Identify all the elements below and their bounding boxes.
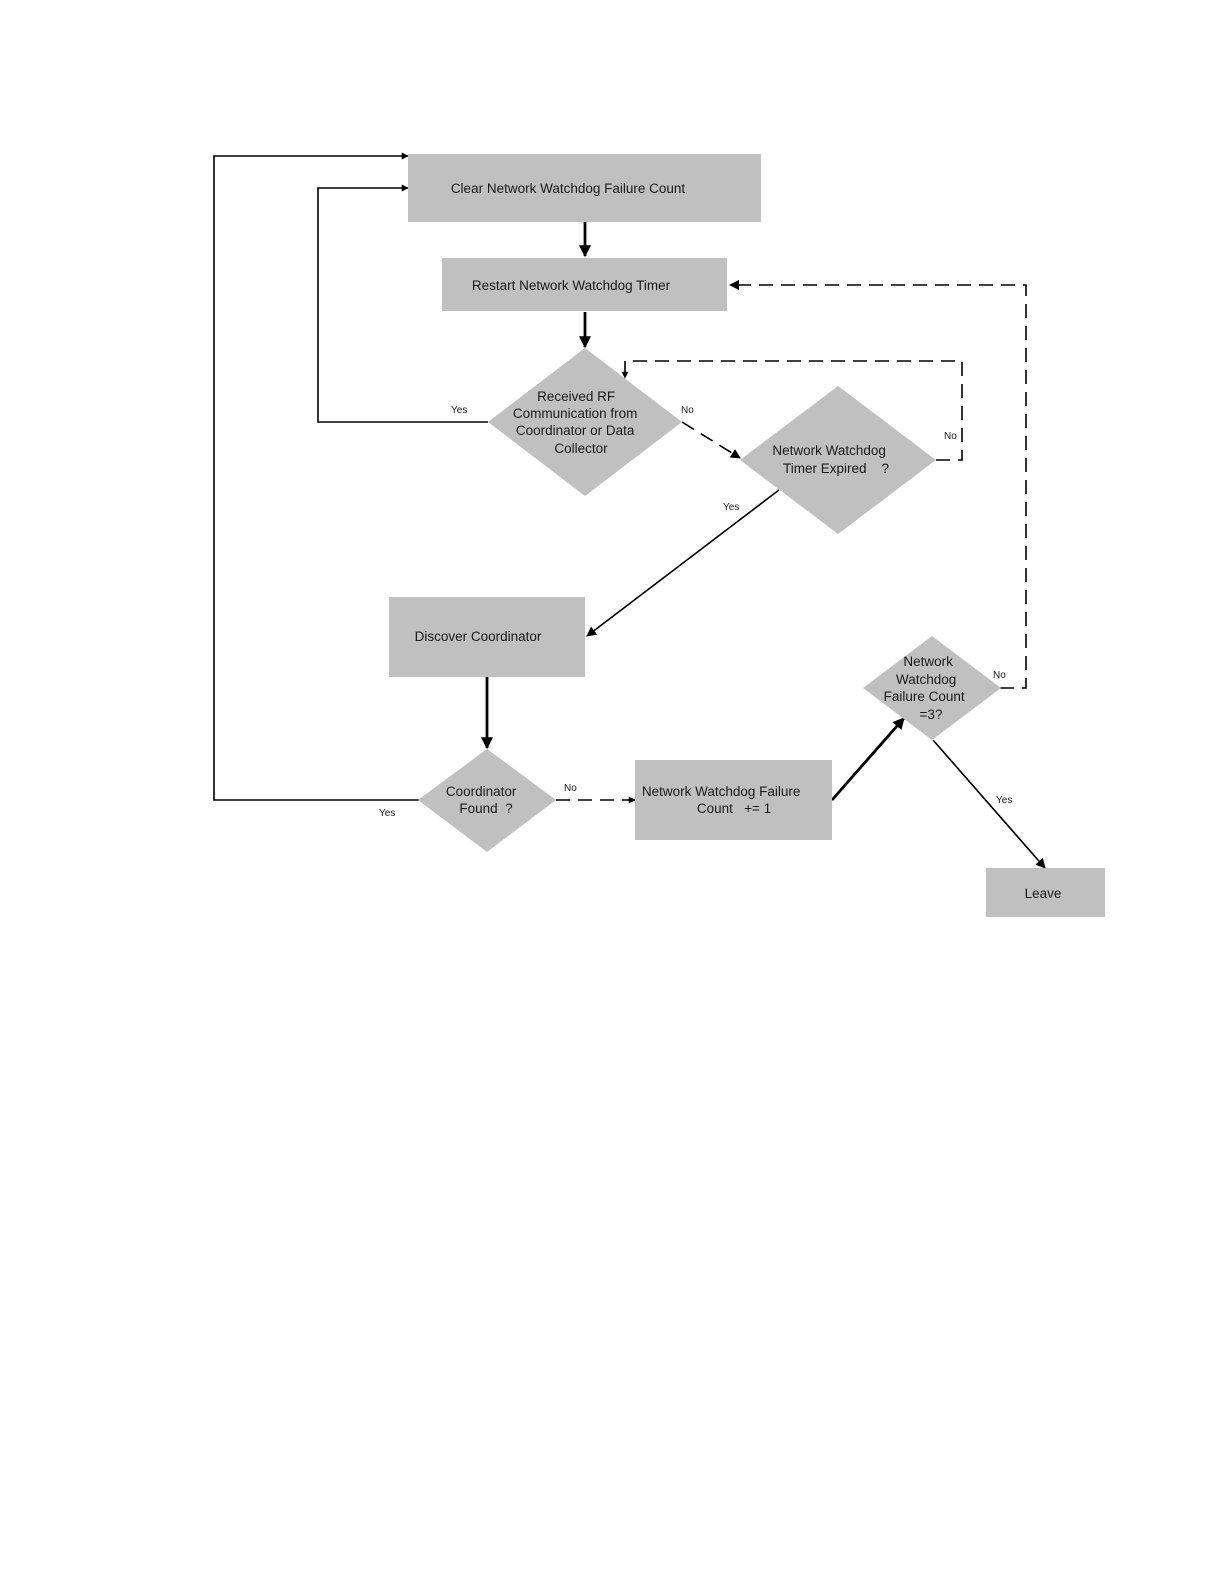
node-restart-timer-label: Restart Network Watchdog Timer (472, 278, 671, 293)
edge-timer-yes-to-discover (586, 489, 780, 637)
edge-rf-no-to-timer (681, 421, 741, 459)
label-check-yes: Yes (996, 795, 1012, 806)
label-found-yes: Yes (379, 808, 395, 819)
node-restart-timer: Restart Network Watchdog Timer (442, 258, 727, 311)
connectors (213, 152, 1046, 869)
node-failure-increment: Network Watchdog Failure Count += 1 (635, 760, 832, 840)
node-failure-increment-label: Network Watchdog Failure Count += 1 (642, 784, 804, 816)
node-received-rf-label: Received RF Communication from Coordinat… (513, 389, 641, 456)
edge-rf-yes-to-clear (317, 184, 488, 423)
label-rf-yes: Yes (451, 405, 467, 416)
node-coordinator-found: Coordinator Found ? (418, 749, 556, 852)
node-failure-check: Network Watchdog Failure Count =3? (863, 636, 1001, 740)
node-leave: Leave (986, 868, 1105, 917)
label-check-no: No (993, 670, 1006, 681)
edge-check-yes-to-leave (932, 739, 1046, 869)
edge-labels: Yes No No Yes Yes No No Yes (379, 405, 1012, 819)
label-timer-yes: Yes (723, 502, 739, 513)
label-found-no: No (564, 783, 577, 794)
node-clear-count: Clear Network Watchdog Failure Count (408, 154, 761, 222)
edge-check-no-to-restart (729, 280, 1027, 689)
node-received-rf: Received RF Communication from Coordinat… (488, 348, 682, 496)
edge-timer-no-to-rf (621, 360, 963, 461)
node-leave-label: Leave (1025, 886, 1062, 901)
node-discover-coordinator: Discover Coordinator (389, 597, 585, 677)
edge-found-yes-to-clear (213, 152, 420, 801)
label-rf-no: No (681, 405, 694, 416)
edge-increment-to-check (830, 717, 906, 801)
node-coordinator-found-label: Coordinator Found ? (446, 784, 520, 816)
node-discover-coordinator-label: Discover Coordinator (415, 629, 542, 644)
label-timer-no: No (944, 431, 957, 442)
node-timer-expired: Network Watchdog Timer Expired ? (740, 386, 936, 534)
node-timer-expired-label: Network Watchdog Timer Expired ? (772, 443, 889, 476)
node-failure-check-label: Network Watchdog Failure Count =3? (884, 654, 969, 722)
node-clear-count-label: Clear Network Watchdog Failure Count (451, 181, 686, 196)
